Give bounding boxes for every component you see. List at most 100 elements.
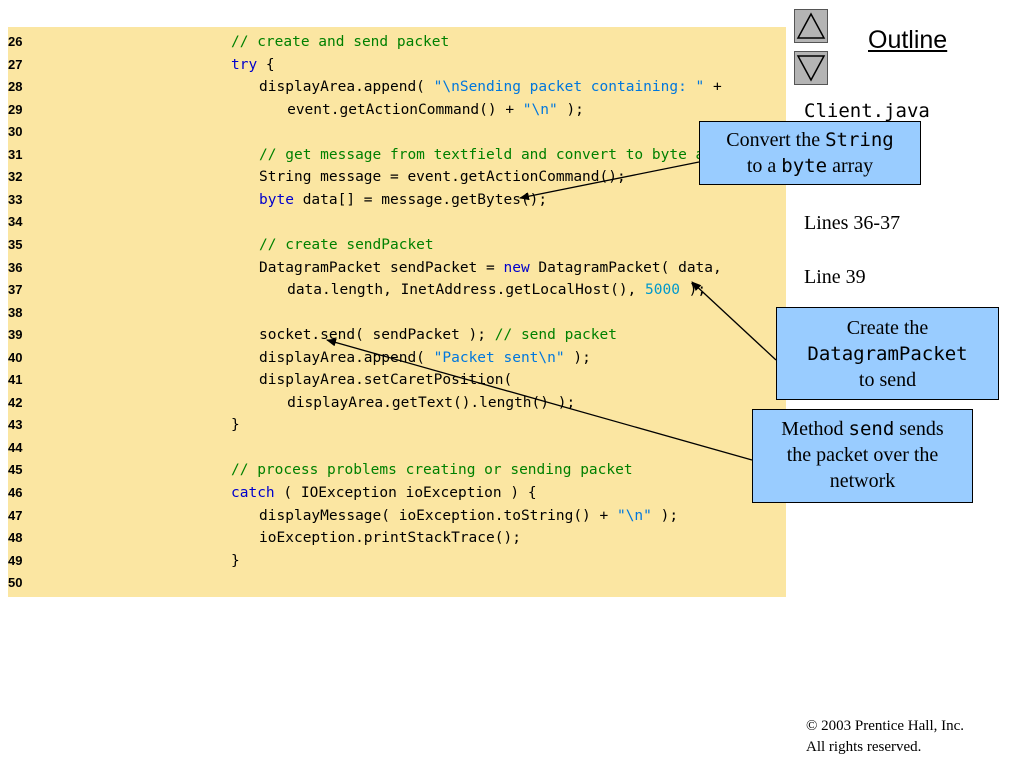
code-panel: 26// create and send packet 27 try { 28 disp… — [8, 27, 786, 597]
code-line: 49} — [8, 550, 786, 572]
code-token: displayArea.getText().length() ); — [287, 394, 576, 411]
code-line: 41 displayArea.setCaretPosition( — [8, 369, 786, 391]
line-number: 39 — [8, 327, 23, 343]
callout-create-line-1: Create the — [846, 317, 929, 339]
code-token: ); — [679, 282, 707, 299]
callout-create-line-3: to send — [858, 369, 917, 391]
code-token: DatagramPacket sendPacket = — [259, 259, 504, 276]
code-token: // create sendPacket — [259, 236, 434, 253]
code-line: 42 displayArea.getText().length() ); — [8, 392, 786, 414]
code-line: 26// create and send packet — [8, 31, 786, 53]
code-text: } — [231, 550, 240, 572]
code-text: displayArea.append( "Packet sent\n" ); — [259, 347, 591, 369]
outline-link[interactable]: Outline — [868, 26, 948, 54]
next-slide-button[interactable] — [794, 51, 828, 85]
code-token: socket.send( sendPacket ); — [259, 327, 495, 344]
copyright-line: © 2003 Prentice Hall, Inc. — [806, 718, 965, 734]
line-number: 44 — [8, 439, 23, 455]
code-token: // send packet — [494, 327, 617, 344]
outline-lines-reference-1: Lines 36-37 — [804, 212, 901, 234]
code-token: event.getActionCommand() + — [287, 101, 523, 118]
code-token: } — [231, 552, 240, 569]
callout-convert-line-1: Convert the String — [726, 129, 894, 151]
code-token: displayArea.append( — [259, 79, 434, 96]
code-token: byte — [259, 191, 294, 208]
code-text: socket.send( sendPacket ); // send packe… — [259, 324, 617, 346]
line-number: 50 — [8, 575, 23, 591]
callout-create-datagrampacket: Create the DatagramPacket to send — [776, 307, 999, 400]
code-token: data.length, InetAddress.getLocalHost(), — [287, 282, 646, 299]
line-number: 38 — [8, 304, 23, 320]
line-number: 35 — [8, 236, 23, 252]
code-line: 38 — [8, 302, 786, 324]
code-line: 29 event.getActionCommand() + "\n" ); — [8, 99, 786, 121]
code-text: ioException.printStackTrace(); — [259, 527, 521, 549]
line-number: 32 — [8, 169, 23, 185]
code-text: try { — [231, 54, 275, 76]
triangle-down-icon — [796, 55, 826, 82]
code-token: ); — [564, 349, 591, 366]
code-text: displayMessage( ioException.toString() +… — [259, 505, 678, 527]
line-number: 43 — [8, 417, 23, 433]
callout-send-line-2: the packet over the — [786, 444, 939, 466]
code-text: // get message from textfield and conver… — [259, 144, 713, 166]
line-number: 27 — [8, 56, 23, 72]
code-token: 5000 — [645, 282, 680, 299]
code-token: ); — [557, 101, 584, 118]
outline-file-name: Client.java — [804, 100, 930, 122]
code-token: displayArea.append( — [259, 349, 434, 366]
code-line: 27 try { — [8, 54, 786, 76]
line-number: 34 — [8, 214, 23, 230]
line-number: 30 — [8, 124, 23, 140]
code-token: // create and send packet — [231, 34, 450, 50]
code-line: 32 String message = event.getActionComman… — [8, 166, 786, 188]
code-text: displayArea.getText().length() ); — [287, 392, 575, 414]
code-token: // get message from textfield and conver… — [259, 146, 713, 163]
code-token: catch — [231, 485, 275, 501]
code-line: 48 ioException.printStackTrace(); — [8, 527, 786, 549]
code-token: "\n" — [616, 507, 652, 524]
line-number: 36 — [8, 259, 23, 275]
code-line: 35 // create sendPacket — [8, 234, 786, 256]
code-text: event.getActionCommand() + "\n" ); — [287, 99, 584, 121]
code-token: "\n" — [522, 101, 558, 118]
code-token: "Packet sent\n" — [433, 349, 565, 366]
code-text: byte data[] = message.getBytes(); — [259, 189, 547, 211]
line-number: 42 — [8, 394, 23, 410]
code-text: catch ( IOException ioException ) { — [231, 482, 537, 504]
line-number: 31 — [8, 146, 23, 162]
callout-send-line-1: Method send sends — [781, 418, 944, 440]
code-token: ); — [651, 507, 679, 524]
callout-send-line-3: network — [829, 470, 896, 492]
code-token: ( IOException ioException ) { — [274, 485, 537, 501]
triangle-up-icon — [796, 12, 826, 39]
code-text: } — [231, 414, 240, 436]
code-text: displayArea.append( "\nSending packet co… — [259, 76, 722, 98]
callout-convert-line-2: to a byte array — [746, 155, 874, 177]
previous-slide-button[interactable] — [794, 9, 828, 43]
line-number: 29 — [8, 101, 23, 117]
callout-method-send: Method send sends the packet over the ne… — [752, 409, 973, 503]
code-token: displayArea.setCaretPosition( — [259, 372, 513, 389]
line-number: 41 — [8, 372, 23, 388]
code-token: { — [257, 56, 275, 73]
copyright-icon: © — [806, 718, 818, 734]
code-text: // process problems creating or sending … — [231, 459, 633, 481]
code-line: 36 DatagramPacket sendPacket = new Datagr… — [8, 257, 786, 279]
code-text: // create sendPacket — [259, 234, 434, 256]
line-number: 48 — [8, 530, 23, 546]
callout-create-line-2: DatagramPacket — [807, 343, 968, 365]
code-text: displayArea.setCaretPosition( — [259, 369, 512, 391]
code-text: data.length, InetAddress.getLocalHost(),… — [287, 279, 706, 301]
line-number: 28 — [8, 79, 23, 95]
line-number: 46 — [8, 485, 23, 500]
code-token: new — [503, 259, 530, 276]
code-text: String message = event.getActionCommand(… — [259, 166, 626, 188]
code-line: 31 // get message from textfield and conv… — [8, 144, 786, 166]
line-number: 47 — [8, 507, 23, 523]
code-line: 28 displayArea.append( "\nSending packet … — [8, 76, 786, 98]
code-token: DatagramPacket( data, — [529, 259, 722, 276]
